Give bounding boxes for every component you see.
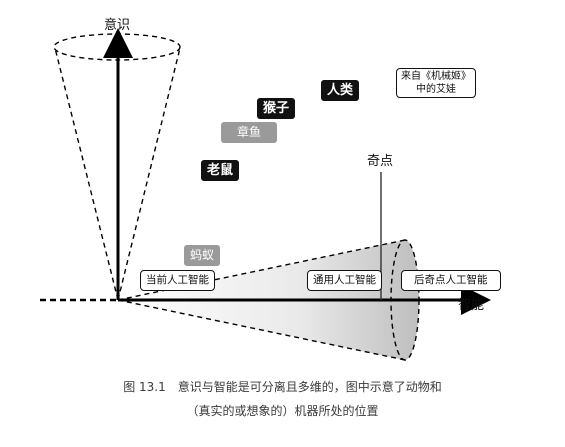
caption-line2: （真实的或想象的）机器所处的位置: [186, 404, 379, 418]
tag-monkey: 猴子: [257, 98, 296, 119]
tag-human: 人类: [321, 80, 360, 101]
consciousness-axis-label: 意识: [104, 18, 131, 33]
ex-machina-note: 来自《机械姬》 中的艾娃: [396, 68, 476, 98]
tag-post-singularity-ai: 后奇点人工智能: [401, 270, 501, 291]
intelligence-axis-label: 智能: [458, 298, 485, 313]
ex-machina-note-line1: 来自《机械姬》: [401, 71, 471, 82]
tag-ant: 蚂蚁: [184, 245, 221, 266]
singularity-label: 奇点: [367, 154, 394, 169]
tag-octopus: 章鱼: [221, 122, 278, 143]
tag-general-ai: 通用人工智能: [307, 270, 382, 291]
tag-mouse: 老鼠: [201, 160, 240, 181]
ex-machina-note-line2: 中的艾娃: [416, 84, 456, 95]
tag-current-ai: 当前人工智能: [140, 270, 215, 291]
caption-line1: 图 13.1 意识与智能是可分离且多维的，图中示意了动物和: [123, 380, 442, 394]
